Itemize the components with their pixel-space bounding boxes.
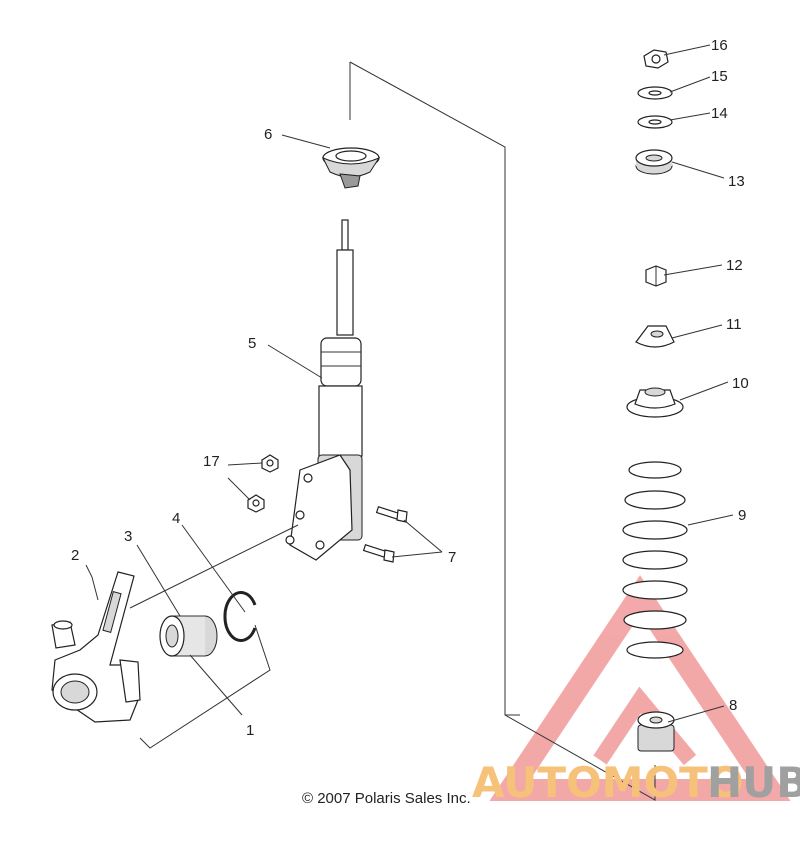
part-snap-ring xyxy=(223,591,257,642)
assembly-leader-right xyxy=(349,61,656,801)
callout-11: 11 xyxy=(726,316,742,333)
callout-4: 4 xyxy=(172,510,180,527)
part-spacer-12 xyxy=(645,265,667,287)
callout-14: 14 xyxy=(711,105,728,122)
part-bump-stop-8 xyxy=(637,711,675,752)
part-coil-spring-9 xyxy=(622,461,688,659)
part-steering-knuckle xyxy=(51,571,141,723)
part-upper-mount xyxy=(321,147,381,189)
part-top-nut xyxy=(643,49,669,69)
copyright-text: © 2007 Polaris Sales Inc. xyxy=(302,790,471,807)
part-bushing-13 xyxy=(635,149,673,175)
callout-5: 5 xyxy=(248,335,256,352)
part-washer-15 xyxy=(637,86,673,100)
watermark-brand-part2: HUB xyxy=(707,758,800,807)
callout-16: 16 xyxy=(711,37,728,54)
callout-2: 2 xyxy=(71,547,79,564)
part-washer-14 xyxy=(637,115,673,129)
callout-9: 9 xyxy=(738,507,746,524)
part-wheel-bearing xyxy=(159,615,218,657)
callout-10: 10 xyxy=(732,375,749,392)
part-cone-11 xyxy=(635,325,675,348)
callout-8: 8 xyxy=(729,697,737,714)
part-spring-seat-10 xyxy=(626,387,684,418)
callout-1: 1 xyxy=(246,722,254,739)
part-bolts xyxy=(362,505,408,563)
callout-12: 12 xyxy=(726,257,743,274)
watermark-brand-part1: AUTOMOTO xyxy=(472,758,744,807)
callout-17: 17 xyxy=(203,453,220,470)
part-nuts xyxy=(247,454,279,513)
leader-lines xyxy=(85,44,734,749)
callout-7: 7 xyxy=(448,549,456,566)
callout-15: 15 xyxy=(711,68,728,85)
part-strut xyxy=(285,219,363,561)
callout-6: 6 xyxy=(264,126,272,143)
callout-13: 13 xyxy=(728,173,745,190)
callout-3: 3 xyxy=(124,528,132,545)
